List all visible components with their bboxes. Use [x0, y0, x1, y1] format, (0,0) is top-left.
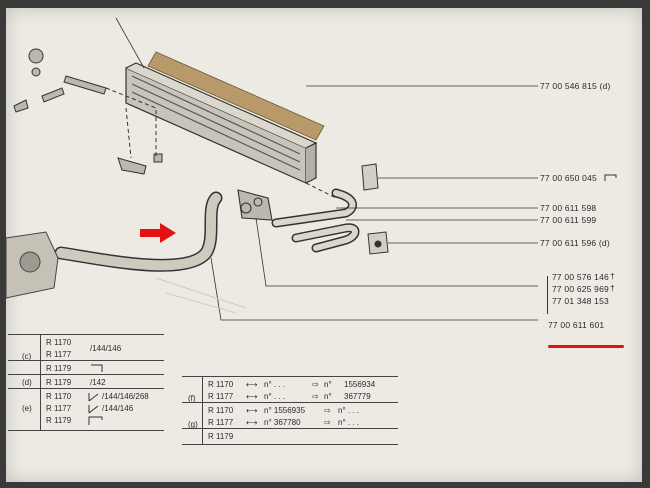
row-letter: (f) [188, 394, 196, 403]
row-letter: (c) [22, 352, 32, 361]
part-number-4: 77 00 611 599 [540, 215, 597, 225]
model-cell: R 1177 [46, 404, 72, 413]
foam-strip [147, 51, 325, 141]
chassis-number: 1556934 [344, 380, 376, 389]
variant-cell: /144/146 [90, 344, 122, 353]
leader-lines [115, 17, 538, 321]
range-cell: n° . . . [338, 406, 359, 415]
group-part-3: 77 01 348 153 [552, 296, 609, 306]
model-cell: R 1177 [208, 392, 234, 401]
arrow-right-icon: ⇨ [324, 406, 331, 415]
range-cell: n° . . . [264, 392, 285, 401]
chassis-number: 367779 [344, 392, 371, 401]
part-number-3: 77 00 611 598 [540, 203, 597, 213]
bracket-symbol-icon [91, 364, 103, 372]
clips [13, 48, 163, 175]
arrow-right-icon: ⇨ [312, 392, 319, 401]
model-cell: R 1170 [46, 338, 72, 347]
range-cell: n° 367780 [264, 418, 301, 427]
angle-symbol-icon [88, 405, 99, 414]
catalog-page: 77 00 546 815 (d) 77 00 650 045 77 00 61… [6, 8, 642, 482]
model-cell: R 1179 [208, 432, 234, 441]
variant-cell: /142 [90, 378, 106, 387]
variant-cell: /144/146/268 [102, 392, 149, 401]
model-cell: R 1170 [208, 380, 234, 389]
range-cell: n° 1556935 [264, 406, 306, 415]
dagger-icon: † [610, 283, 615, 293]
part-number-5: 77 00 611 596 (d) [540, 238, 610, 248]
group-part-1: 77 00 576 146 [552, 272, 609, 282]
model-cell: R 1179 [46, 378, 72, 387]
model-cell: R 1179 [46, 364, 72, 373]
group-bracket [547, 276, 552, 314]
range-cell: n° [324, 380, 332, 389]
dashed-leaders [105, 87, 337, 199]
model-cell: R 1179 [46, 416, 72, 425]
arrow-right-icon: ⇨ [312, 380, 319, 389]
range-symbol-icon: ⟷ [246, 406, 258, 415]
row-letter: (g) [188, 420, 198, 429]
model-cell: R 1170 [208, 406, 234, 415]
heater-valve [237, 189, 273, 221]
model-cell: R 1177 [46, 350, 72, 359]
exploded-diagram [6, 17, 538, 321]
range-cell: n° . . . [338, 418, 359, 427]
range-symbol-icon: ⟷ [246, 392, 258, 401]
angle-symbol-icon [88, 393, 99, 402]
range-symbol-icon: ⟷ [246, 380, 258, 389]
part-symbol-icon [604, 174, 617, 181]
dagger-icon: † [610, 271, 615, 281]
part-number-2: 77 00 650 045 [540, 173, 597, 183]
group-part-2: 77 00 625 969 [552, 284, 609, 294]
model-cell: R 1177 [208, 418, 234, 427]
brackets [361, 163, 389, 255]
highlighted-part-number: 77 00 611 601 [548, 320, 605, 330]
model-cell: R 1170 [46, 392, 72, 401]
arrow-right-icon: ⇨ [324, 418, 331, 427]
highlight-underline [548, 345, 624, 348]
range-symbol-icon: ⟷ [246, 418, 258, 427]
variant-cell: /144/146 [102, 404, 134, 413]
engine-fragment [6, 231, 59, 299]
part-symbol-icon [88, 416, 103, 425]
row-letter: (d) [22, 378, 32, 387]
red-arrow [140, 223, 176, 243]
row-letter: (e) [22, 404, 32, 413]
range-cell: n° . . . [264, 380, 285, 389]
heater-radiator [125, 62, 318, 184]
range-cell: n° [324, 392, 332, 401]
part-number-1: 77 00 546 815 (d) [540, 81, 611, 91]
